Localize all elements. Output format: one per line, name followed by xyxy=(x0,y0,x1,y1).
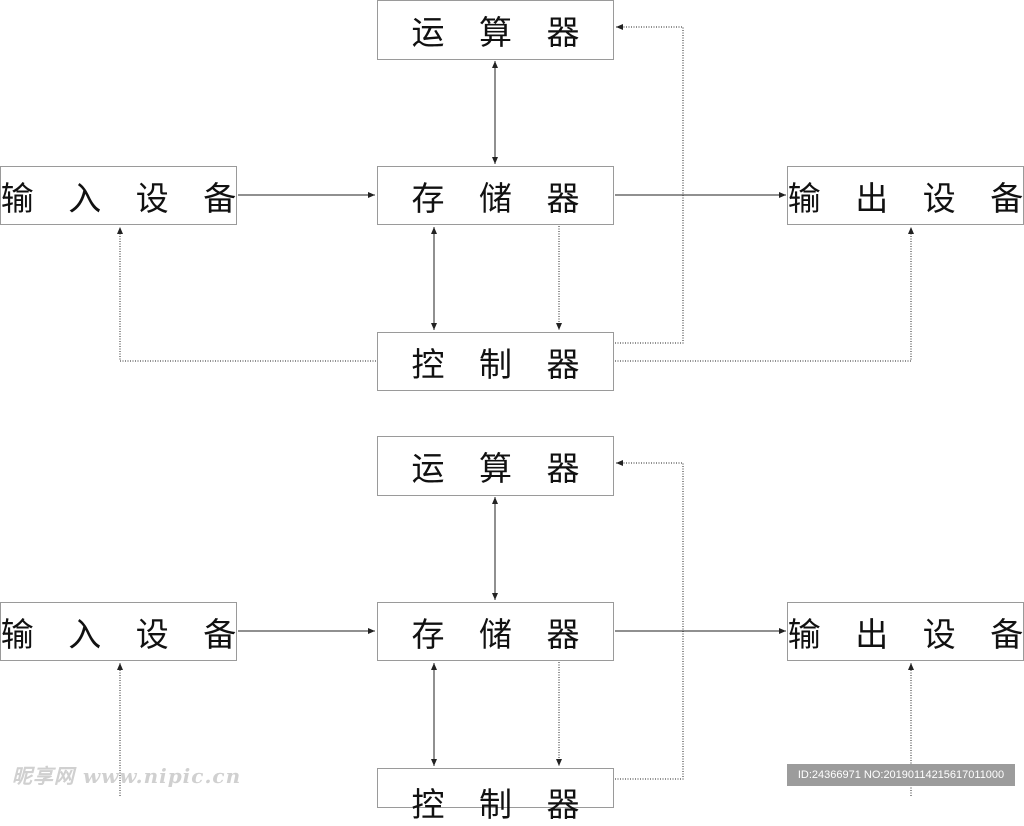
dotted-control-to-input xyxy=(117,227,376,362)
watermark: 昵享网 www.nipic.cn xyxy=(12,764,242,788)
dotted-control-to-output xyxy=(615,227,914,362)
output-device-label: 输 出 设 备 xyxy=(787,178,1024,218)
memory-label: 存 储 器 xyxy=(411,178,592,218)
dotted-control-to-alu-2 xyxy=(615,460,684,780)
input-device-box-2: 输 入 设 备 xyxy=(0,602,237,661)
input-device-label-2: 输 入 设 备 xyxy=(0,614,249,654)
input-device-label: 输 入 设 备 xyxy=(0,178,249,218)
control-unit-box-2: 控 制 器 xyxy=(377,768,614,824)
memory-box: 存 储 器 xyxy=(377,166,614,225)
alu-label: 运 算 器 xyxy=(411,13,592,52)
control-unit-label: 控 制 器 xyxy=(411,344,592,384)
memory-box-2: 存 储 器 xyxy=(377,602,614,661)
alu-label-2: 运 算 器 xyxy=(411,449,592,488)
output-device-box-2: 输 出 设 备 xyxy=(787,602,1024,661)
alu-box: 运 算 器 xyxy=(377,0,614,60)
control-unit-label-2: 控 制 器 xyxy=(411,785,592,824)
image-id-bar: ID:24366971 NO:20190114215617011000 xyxy=(787,764,1015,786)
connector-layer xyxy=(117,24,914,796)
alu-box-2: 运 算 器 xyxy=(377,436,614,496)
control-unit-box: 控 制 器 xyxy=(377,332,614,391)
input-device-box: 输 入 设 备 xyxy=(0,166,237,225)
dotted-control-to-alu xyxy=(615,24,684,344)
output-device-box: 输 出 设 备 xyxy=(787,166,1024,225)
output-device-label-2: 输 出 设 备 xyxy=(787,614,1024,654)
memory-label-2: 存 储 器 xyxy=(411,614,592,654)
